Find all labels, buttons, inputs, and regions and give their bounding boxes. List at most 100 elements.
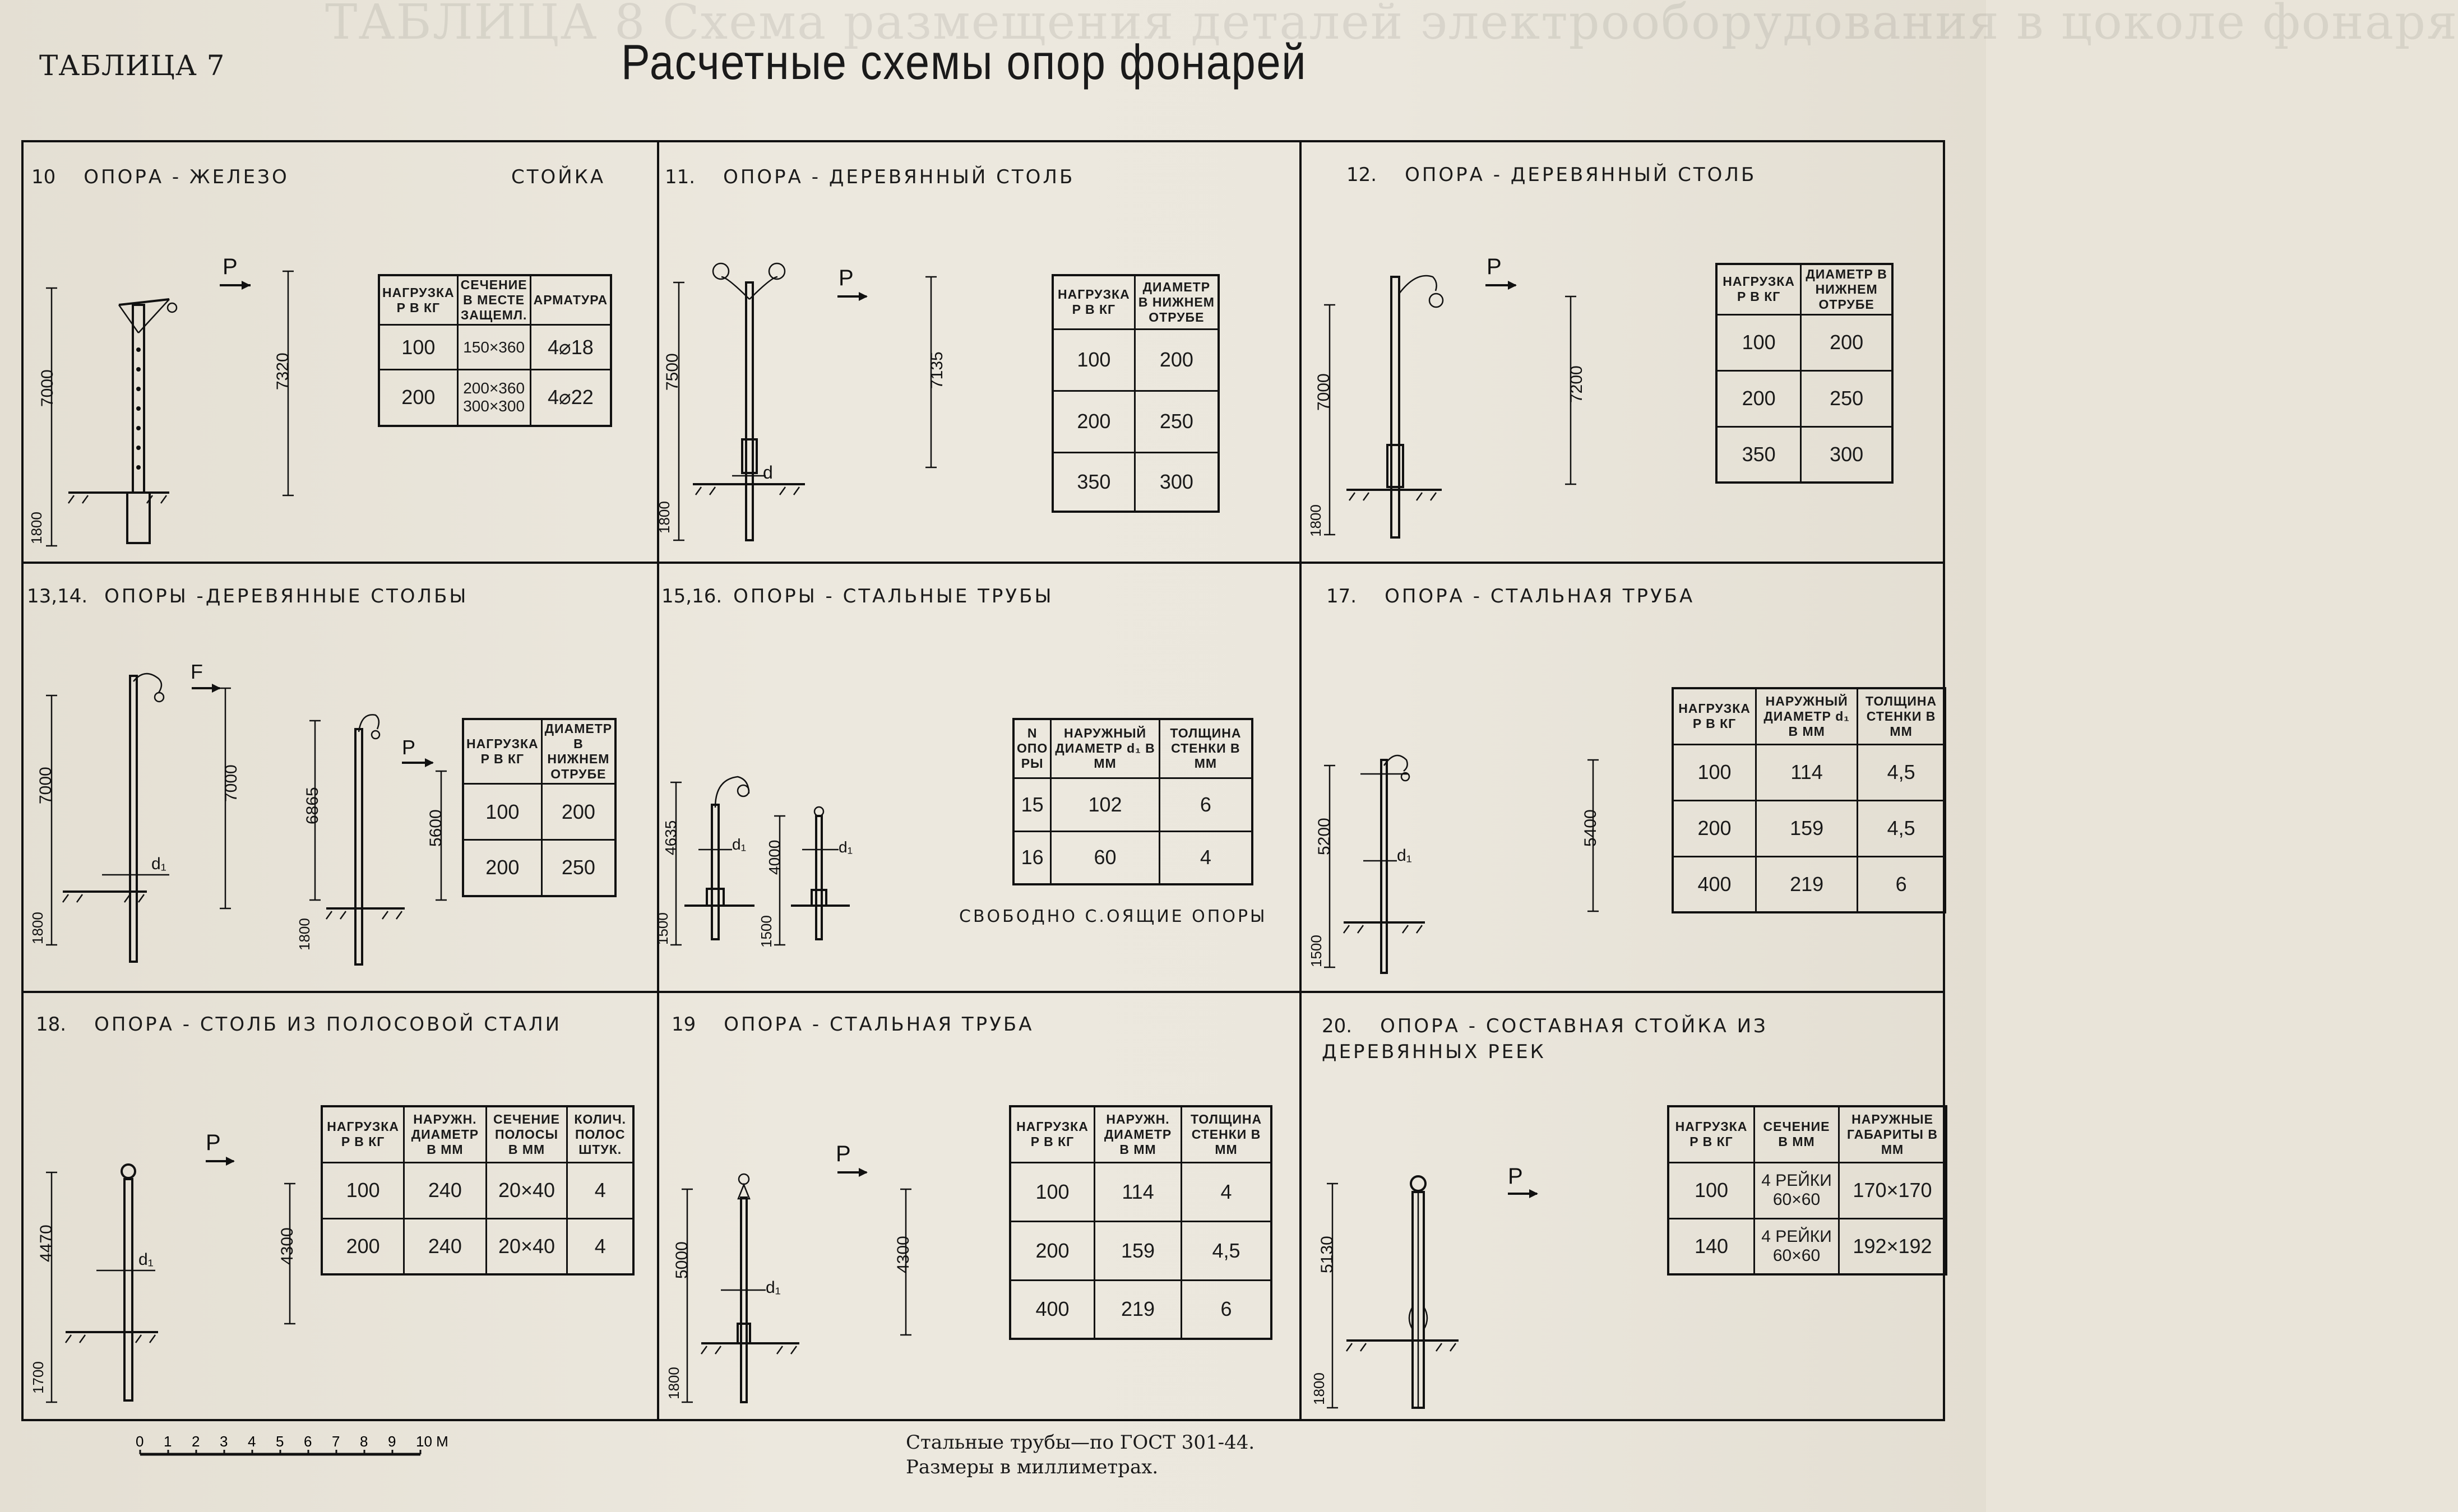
table-cell: 200 <box>1800 313 1894 372</box>
table-cell: 240 <box>403 1161 487 1219</box>
dim-left-height: 7000 <box>36 767 55 804</box>
table-cell: 4,5 <box>1857 799 1946 857</box>
scheme-cell-13-14: 13,14.ОПОРЫ -ДЕРЕВЯННЫЕ СТОЛБЫ 7000 1800… <box>24 564 657 991</box>
load-label: P <box>839 266 854 290</box>
table-cell: 6 <box>1181 1279 1272 1340</box>
scheme-caption: 20.ОПОРА - СОСТАВНАЯ СТОЙКА ИЗ ДЕРЕВЯННЫ… <box>1322 1015 1768 1063</box>
scheme-cell-20: 20.ОПОРА - СОСТАВНАЯ СТОЙКА ИЗ ДЕРЕВЯННЫ… <box>1302 993 1947 1419</box>
d-label: d₁ <box>766 1278 781 1297</box>
table-cell: 250 <box>1133 389 1220 453</box>
dim-left-height: 7000 <box>38 369 57 407</box>
dim-left-base: 1800 <box>29 912 46 944</box>
table-cell: 15 <box>1012 777 1052 832</box>
page-title: Расчетные схемы опор фонарей <box>621 34 1307 90</box>
scale-label: 1 <box>164 1433 172 1450</box>
table-cell: 4 <box>1158 830 1253 885</box>
grid-divider <box>24 991 1943 993</box>
load-label: P <box>836 1142 851 1166</box>
scale-label: 8 <box>360 1433 368 1450</box>
table-header: НАГРУЗКА P В КГ <box>321 1105 405 1163</box>
table-cell: 200 <box>540 783 617 841</box>
d-label: d₁ <box>732 836 746 853</box>
scheme-cell-17: 17.ОПОРА - СТАЛЬНАЯ ТРУБА 5200 1500 d₁ <box>1302 564 1946 991</box>
dim-mid2-height: 6865 <box>303 787 322 824</box>
load-table-19: НАГРУЗКА P В КГ НАРУЖН. ДИАМЕТР В ММ ТОЛ… <box>1009 1105 1272 1340</box>
scheme-cell-11: 11.ОПОРА - ДЕРЕВЯННЫЙ СТОЛБ 7500 1800 d … <box>656 142 1299 562</box>
table-cell: 114 <box>1755 743 1859 801</box>
dim-left-height: 4470 <box>37 1225 55 1262</box>
table-cell: 200 <box>462 839 543 897</box>
table-cell: 100 <box>1009 1161 1096 1222</box>
table-header: НАГРУЗКА P В КГ <box>462 718 543 785</box>
table-header: НАРУЖН. ДИАМЕТР В ММ <box>403 1105 487 1163</box>
load-table-10: НАГРУЗКА P В КГ СЕЧЕНИЕ В МЕСТЕ ЗАЩЕМЛ. … <box>378 274 613 427</box>
table-cell: 100 <box>321 1161 405 1219</box>
dim-left-base: 1800 <box>1307 504 1324 537</box>
table-header: НАГРУЗКА P В КГ <box>1667 1105 1756 1163</box>
table-cell: 6 <box>1857 855 1946 913</box>
grid-divider <box>1299 142 1302 1419</box>
table-header: N ОПО РЫ <box>1012 718 1052 779</box>
table-cell: 60 <box>1050 830 1160 885</box>
dim-left-height: 5200 <box>1315 818 1334 855</box>
load-table-13-14: НАГРУЗКА P В КГ ДИАМЕТР В НИЖНЕМ ОТРУБЕ … <box>462 718 617 897</box>
dim-right-height: 4300 <box>894 1236 913 1273</box>
dim-left-base: 1800 <box>28 512 45 544</box>
load-table-17: НАГРУЗКА P В КГ НАРУЖНЫЙ ДИАМЕТР d₁ В ММ… <box>1672 687 1946 913</box>
table-cell: 4 <box>566 1217 635 1276</box>
load-label: P <box>1487 254 1502 279</box>
table-cell: 4 <box>566 1161 635 1219</box>
load-table-20: НАГРУЗКА P В КГ СЕЧЕНИЕ В ММ НАРУЖНЫЕ ГА… <box>1667 1105 1947 1276</box>
table-cell: 400 <box>1672 855 1757 913</box>
scheme-caption: 15,16.ОПОРЫ - СТАЛЬНЫЕ ТРУБЫ <box>661 585 1054 607</box>
scale-label: 2 <box>192 1433 200 1450</box>
table-cell: 100 <box>1672 743 1757 801</box>
table-cell: 300 <box>1133 451 1220 513</box>
footer-line-1: Стальные трубы—по ГОСТ 301-44. <box>906 1431 1255 1454</box>
dim-left-base: 1500 <box>1308 935 1325 967</box>
table-cell: 159 <box>1755 799 1859 857</box>
scheme-caption: 11.ОПОРА - ДЕРЕВЯННЫЙ СТОЛБ <box>665 166 1075 188</box>
load-table-15-16: N ОПО РЫ НАРУЖНЫЙ ДИАМЕТР d₁ В ММ ТОЛЩИН… <box>1012 718 1253 885</box>
table-header: НАГРУЗКА P В КГ <box>1672 687 1757 745</box>
table-header: ТОЛЩИНА СТЕНКИ В ММ <box>1857 687 1946 745</box>
dim-left-base: 1700 <box>30 1361 47 1394</box>
table-header: СЕЧЕНИЕ В ММ <box>1753 1105 1840 1163</box>
table-header: НАРУЖНЫЙ ДИАМЕТР d₁ В ММ <box>1755 687 1859 745</box>
table-cell: 6 <box>1158 777 1253 832</box>
table-header: НАГРУЗКА P В КГ <box>1052 274 1136 330</box>
scale-label: 10 М <box>416 1433 448 1450</box>
table-cell: 150×360 <box>456 324 531 370</box>
table-cell: 4⌀22 <box>529 369 612 426</box>
load-label: F <box>191 660 203 683</box>
dim-left-base: 1800 <box>665 1367 682 1399</box>
pole-diagram: 5200 1500 d₁ 5400 <box>1308 754 1600 974</box>
load-label: P <box>1508 1164 1523 1189</box>
table-cell: 200 <box>1009 1220 1096 1281</box>
dim-left-base: 1800 <box>656 501 673 534</box>
table-label: ТАБЛИЦА 7 <box>39 49 225 82</box>
table-cell: 114 <box>1094 1161 1183 1222</box>
table-cell: 100 <box>378 324 459 370</box>
d-label-2: d₁ <box>839 838 853 856</box>
pole-diagram: 4635 1500 d₁ 4000 1500 d₁ <box>654 776 853 948</box>
table-header: КОЛИЧ. ПОЛОС ШТУК. <box>566 1105 635 1163</box>
dim-right-height: 5400 <box>1581 809 1600 847</box>
table-header: НАРУЖНЫЙ ДИАМЕТР d₁ В ММ <box>1050 718 1160 779</box>
table-cell: 100 <box>462 783 543 841</box>
table-header: НАГРУЗКА P В КГ <box>378 274 459 326</box>
table-header: НАГРУЗКА P В КГ <box>1715 263 1802 316</box>
grid-divider <box>24 562 1943 564</box>
table-cell: 100 <box>1052 328 1136 392</box>
dim-left-base: 1800 <box>1311 1372 1327 1405</box>
dim-left-height: 5130 <box>1318 1236 1336 1273</box>
table-cell: 4 <box>1181 1161 1272 1222</box>
table-cell: 20×40 <box>485 1217 568 1276</box>
scale-label: 9 <box>388 1433 396 1450</box>
dim-right-height: 7320 <box>274 353 292 390</box>
load-table-11: НАГРУЗКА P В КГ ДИАМЕТР В НИЖНЕМ ОТРУБЕ … <box>1052 274 1220 513</box>
